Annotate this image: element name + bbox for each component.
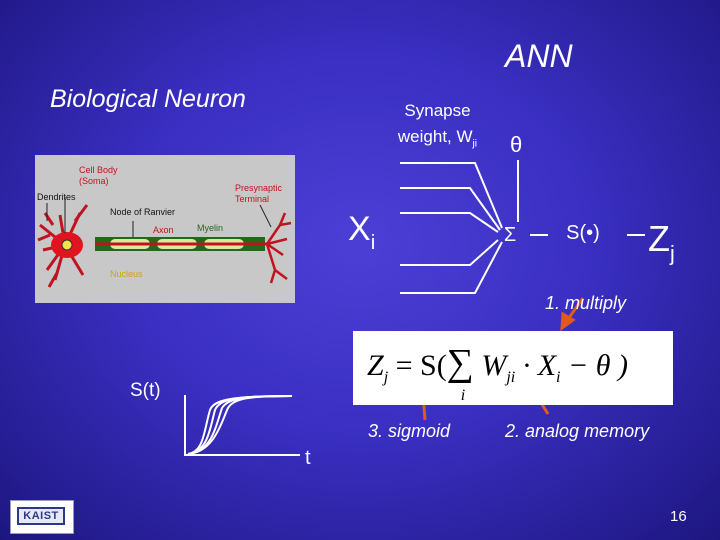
eq-lhs: Z: [367, 349, 384, 382]
synapse-label-line2: weight, Wji: [385, 124, 490, 158]
eq-input: · X: [522, 349, 557, 382]
input-line: [400, 239, 499, 266]
input-label: Xi: [348, 210, 375, 255]
sigmoid-axes: [184, 395, 300, 456]
page-number: 16: [670, 508, 687, 525]
label-cell-body: Cell Body: [79, 165, 118, 175]
label-leaders: [46, 197, 272, 237]
sigmoid-ylabel: S(t): [130, 380, 161, 401]
weight-text: weight, W: [397, 127, 473, 146]
axon-terminal-shape: [265, 212, 292, 284]
eq-weight: W: [481, 349, 507, 382]
activation-function-label: S(•): [566, 222, 600, 244]
neuron-equation-box: Zj = S(∑i Wji · Xi − θ ): [353, 331, 673, 405]
output-base: Z: [648, 218, 670, 259]
sigmoid-curve: [187, 395, 293, 455]
synapse-label-line1: Synapse: [404, 101, 471, 120]
label-presynaptic: Presynaptic: [235, 183, 283, 193]
input-line: [400, 187, 501, 231]
kaist-logo: KAIST: [10, 500, 74, 534]
annotation-analog-memory: 2. analog memory: [505, 421, 650, 441]
label-dendrites: Dendrites: [37, 192, 76, 202]
multiply-arrowhead: [560, 311, 576, 332]
label-axon: Axon: [153, 225, 174, 235]
eq-equals: = S(: [395, 349, 447, 382]
eq-sum: ∑: [446, 342, 474, 384]
synapse-weight-label: Synapse weight, Wji: [385, 98, 490, 158]
input-line: [400, 212, 499, 233]
sigmoid-curve: [187, 395, 293, 455]
annotation-sigmoid: 3. sigmoid: [368, 421, 451, 441]
sigmoid-xlabel: t: [305, 447, 311, 469]
input-line: [400, 162, 503, 229]
nucleus-shape: [61, 239, 73, 251]
threshold-theta: θ: [510, 132, 523, 157]
output-label: Zj: [648, 218, 675, 267]
input-line: [400, 241, 503, 294]
label-node-of-ranvier: Node of Ranvier: [110, 207, 175, 217]
neuron-equation: Zj = S(∑i Wji · Xi − θ ): [367, 341, 628, 404]
input-base: X: [348, 210, 371, 248]
neuron-drawing: Cell Body (Soma) Dendrites Node of Ranvi…: [37, 165, 292, 288]
sigmoid-plot: [184, 395, 300, 456]
label-soma: (Soma): [79, 176, 109, 186]
kaist-logo-text: KAIST: [17, 507, 65, 525]
label-myelin: Myelin: [197, 223, 223, 233]
input-subscript: i: [370, 232, 376, 255]
summation-node: Σ: [503, 224, 517, 246]
eq-rest: − θ ): [568, 349, 628, 382]
label-terminal: Terminal: [235, 194, 269, 204]
biological-neuron-title: Biological Neuron: [50, 85, 246, 113]
eq-input-sub: i: [556, 369, 561, 387]
eq-lhs-sub: j: [383, 369, 389, 387]
ann-title: ANN: [505, 38, 573, 74]
eq-weight-sub: ji: [506, 369, 516, 387]
weight-subscript: ji: [472, 138, 478, 150]
output-subscript: j: [670, 240, 675, 266]
neuron-illustration: Cell Body (Soma) Dendrites Node of Ranvi…: [35, 155, 295, 303]
label-nucleus: Nucleus: [110, 269, 143, 279]
eq-sum-sub: i: [460, 387, 466, 404]
annotation-multiply: 1. multiply: [545, 293, 627, 313]
